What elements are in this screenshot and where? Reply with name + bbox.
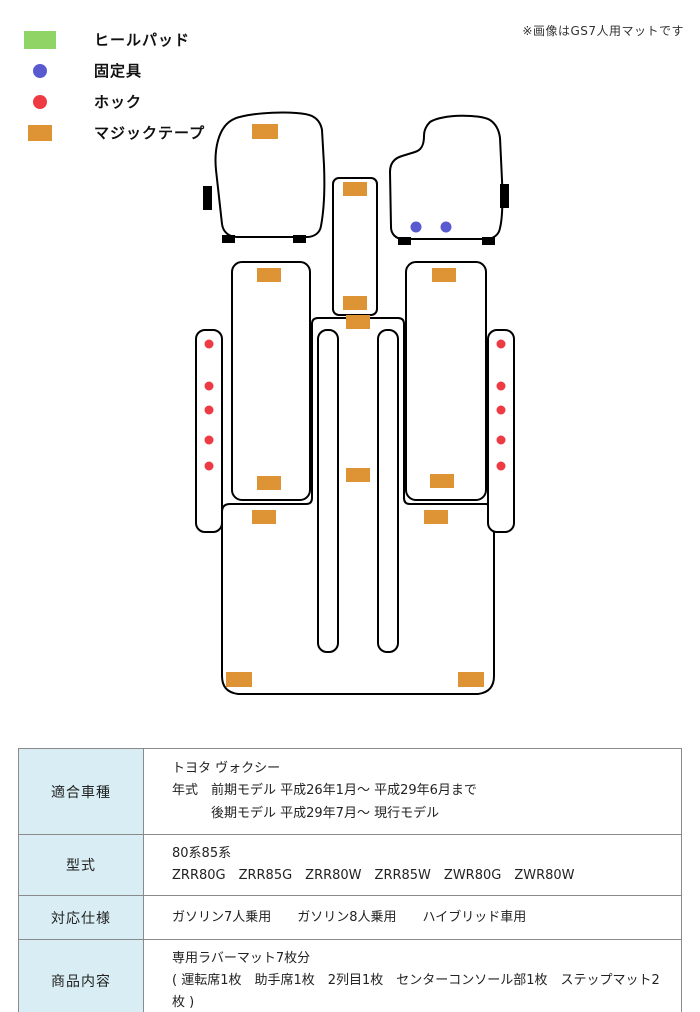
table-row-vehicle: 適合車種 トヨタ ヴォクシー 年式 前期モデル 平成26年1月～ 平成29年6月… — [18, 748, 682, 835]
velcro-marker — [257, 268, 281, 282]
cell-line: 80系85系 — [172, 846, 232, 861]
fixing-clip-swatch-icon — [33, 63, 47, 78]
rail-slot-right — [377, 329, 399, 653]
cell-line: トヨタ ヴォクシー — [172, 761, 281, 777]
row-header: 適合車種 — [18, 748, 144, 835]
console-mat — [332, 177, 378, 316]
hook-marker — [204, 339, 214, 349]
legend-item-hook: ホック — [18, 86, 205, 117]
legend-item-fixing: 固定具 — [18, 55, 205, 86]
legend-label: マジックテープ — [94, 124, 206, 142]
cell-line: ZRR80G ZRR85G ZRR80W ZRR85W ZWR80G ZWR80… — [172, 868, 575, 884]
velcro-marker — [252, 124, 278, 139]
legend-item-heel-pad: ヒールパッド — [18, 24, 205, 55]
fixing-clip-marker — [440, 221, 452, 233]
driver-side-tab — [203, 186, 212, 210]
table-row-contents: 商品内容 専用ラバーマット7枚分 ( 運転席1枚 助手席1枚 2列目1枚 センタ… — [18, 939, 682, 1012]
step-mat-right — [487, 329, 515, 533]
velcro-marker — [343, 296, 367, 310]
cell-line: 専用ラバーマット7枚分 — [172, 951, 311, 967]
legend-label: ヒールパッド — [94, 31, 191, 49]
third-row-mat — [221, 317, 495, 695]
velcro-marker — [346, 315, 370, 329]
velcro-swatch-icon — [28, 124, 52, 141]
hook-marker — [496, 461, 506, 471]
legend: ヒールパッド 固定具 ホック マジックテープ — [18, 24, 205, 148]
row-header: 型式 — [18, 833, 144, 897]
row-content: ガソリン7人乗用 ガソリン8人乗用 ハイブリッド車用 — [143, 895, 682, 941]
velcro-markers — [226, 124, 484, 687]
velcro-marker — [458, 672, 484, 687]
passenger-foot-tab — [482, 237, 495, 245]
swatch-box — [18, 30, 62, 49]
fixing-clip-markers — [410, 221, 452, 233]
swatch-box — [18, 63, 62, 78]
rail-slot-left — [317, 329, 339, 653]
spec-table: 適合車種 トヨタ ヴォクシー 年式 前期モデル 平成26年1月～ 平成29年6月… — [18, 748, 682, 1012]
hook-marker — [204, 405, 214, 415]
cell-line: ( 運転席1枚 助手席1枚 2列目1枚 センターコンソール部1枚 ステップマット… — [172, 973, 660, 1011]
row-content: 80系85系 ZRR80G ZRR85G ZRR80W ZRR85W ZWR80… — [143, 833, 682, 897]
velcro-marker — [252, 510, 276, 524]
velcro-marker — [346, 468, 370, 482]
velcro-marker — [424, 510, 448, 524]
row-content: トヨタ ヴォクシー 年式 前期モデル 平成26年1月～ 平成29年6月まで 後期… — [143, 748, 682, 835]
mounting-tabs — [203, 184, 509, 245]
legend-item-velcro: マジックテープ — [18, 117, 205, 148]
row-header: 対応仕様 — [18, 895, 144, 941]
cell-line: 年式 前期モデル 平成26年1月～ 平成29年6月まで — [172, 783, 477, 799]
hook-marker — [496, 339, 506, 349]
mat-layout-diagram — [195, 111, 515, 695]
velcro-marker — [257, 476, 281, 490]
heel-pad-swatch-icon — [24, 30, 56, 49]
velcro-marker — [432, 268, 456, 282]
table-row-spec: 対応仕様 ガソリン7人乗用 ガソリン8人乗用 ハイブリッド車用 — [18, 895, 682, 941]
second-row-right-mat — [405, 261, 487, 501]
swatch-box — [18, 124, 62, 141]
table-row-model-code: 型式 80系85系 ZRR80G ZRR85G ZRR80W ZRR85W ZW… — [18, 833, 682, 897]
hook-marker — [204, 461, 214, 471]
hook-marker — [496, 435, 506, 445]
fixing-clip-marker — [410, 221, 422, 233]
hook-marker — [496, 405, 506, 415]
hook-markers — [204, 339, 506, 471]
passenger-side-tab — [500, 184, 509, 208]
cell-line: 後期モデル 平成29年7月～ 現行モデル — [172, 805, 440, 821]
driver-mat — [214, 111, 326, 238]
velcro-marker — [430, 474, 454, 488]
velcro-marker — [226, 672, 252, 687]
hook-swatch-icon — [33, 94, 47, 109]
passenger-foot-tab — [398, 237, 411, 245]
swatch-box — [18, 94, 62, 109]
hook-marker — [496, 381, 506, 391]
driver-foot-tab — [222, 235, 235, 243]
step-mat-left — [195, 329, 223, 533]
hook-marker — [204, 381, 214, 391]
hook-marker — [204, 435, 214, 445]
image-note: ※画像はGS7人用マットです — [522, 24, 684, 38]
row-header: 商品内容 — [18, 939, 144, 1012]
legend-label: 固定具 — [94, 62, 143, 80]
velcro-marker — [343, 182, 367, 196]
row-content: 専用ラバーマット7枚分 ( 運転席1枚 助手席1枚 2列目1枚 センターコンソー… — [143, 939, 682, 1012]
passenger-mat — [389, 114, 504, 240]
legend-label: ホック — [94, 93, 143, 111]
driver-foot-tab — [293, 235, 306, 243]
second-row-left-mat — [231, 261, 311, 501]
cell-line: ガソリン7人乗用 ガソリン8人乗用 ハイブリッド車用 — [172, 909, 527, 925]
